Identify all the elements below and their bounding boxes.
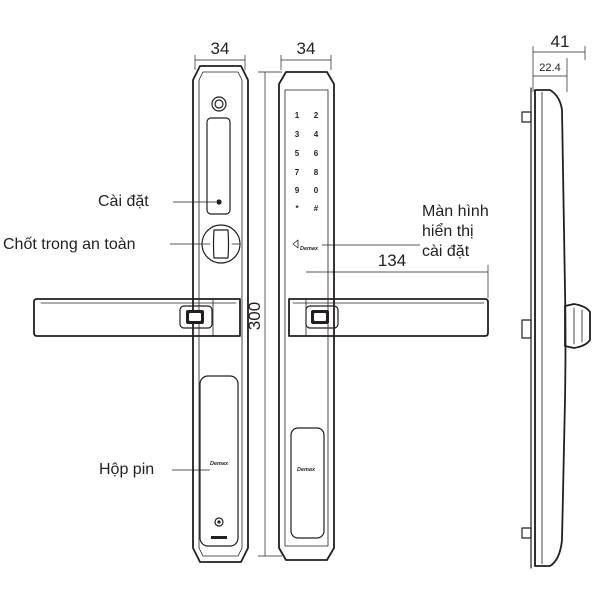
- battery-slot: [211, 536, 227, 539]
- safety-latch-label: Chốt trong an toàn: [3, 236, 136, 253]
- key-9[interactable]: 9: [295, 186, 300, 195]
- front-width-label: 34: [211, 39, 230, 58]
- side-view: 41 22.4: [521, 32, 591, 569]
- key-0[interactable]: 0: [314, 186, 319, 195]
- key-8[interactable]: 8: [314, 168, 319, 177]
- side-width-label: 41: [551, 32, 570, 51]
- battery-brand-logo: Demax: [210, 461, 229, 467]
- back-width-label: 34: [297, 39, 316, 58]
- inner-plate-outline: [192, 65, 249, 563]
- key-star[interactable]: *: [295, 204, 299, 213]
- side-post-bottom: [521, 527, 532, 539]
- outer-brand-logo: Demax: [300, 246, 319, 252]
- keypad[interactable]: 1 2 3 4 5 6 7 8 9 0 * #: [295, 111, 319, 213]
- outer-plate-inner: [284, 89, 329, 547]
- handle-length-label: 134: [378, 251, 406, 270]
- height-label: 300: [245, 302, 264, 330]
- display-label-line3: cài đặt: [422, 243, 470, 260]
- outer-lower-logo: Demax: [297, 467, 316, 473]
- inner-plate-bevel: [198, 71, 243, 557]
- side-handle-profile[interactable]: [564, 303, 591, 349]
- key-2[interactable]: 2: [314, 111, 319, 120]
- display-label-line2: hiển thị: [422, 222, 474, 240]
- outer-plate-outline: [278, 71, 335, 561]
- inner-screw-icon: [211, 96, 227, 112]
- inner-screw-inner: [214, 99, 224, 109]
- battery-box-label: Hộp pin: [99, 461, 154, 478]
- key-7[interactable]: 7: [295, 168, 300, 177]
- key-hash[interactable]: #: [314, 204, 319, 213]
- height-dimension: 300: [245, 71, 282, 557]
- outer-handle[interactable]: [288, 298, 489, 337]
- outer-panel-view: 34 1 2 3 4 5 6 7 8 9 0 * # Demax: [278, 39, 489, 561]
- display-label-line1: Màn hình: [422, 203, 489, 220]
- inner-panel-view: 34 Demax: [33, 39, 249, 563]
- battery-screw-icon: [214, 517, 224, 527]
- side-body-outline: [534, 89, 567, 567]
- handle-lock-block: [179, 305, 213, 329]
- key-6[interactable]: 6: [314, 149, 319, 158]
- side-post-top: [521, 111, 532, 123]
- inner-handle[interactable]: [33, 298, 241, 337]
- display-callout: Màn hình hiển thị cài đặt: [322, 203, 489, 260]
- key-5[interactable]: 5: [295, 149, 300, 158]
- side-depth-label: 22.4: [539, 62, 560, 74]
- setup-window: [206, 117, 231, 215]
- outer-lower-window: [290, 427, 325, 539]
- safety-latch-knob[interactable]: [201, 224, 241, 264]
- key-1[interactable]: 1: [295, 111, 300, 120]
- setup-button-icon[interactable]: [216, 199, 222, 205]
- key-3[interactable]: 3: [295, 130, 300, 139]
- setup-button-label: Cài đặt: [98, 193, 149, 210]
- key-4[interactable]: 4: [314, 130, 319, 139]
- side-post-middle: [521, 319, 532, 339]
- callouts-left: Cài đặt Chốt trong an toàn Hộp pin: [3, 193, 216, 478]
- battery-box: [199, 375, 239, 547]
